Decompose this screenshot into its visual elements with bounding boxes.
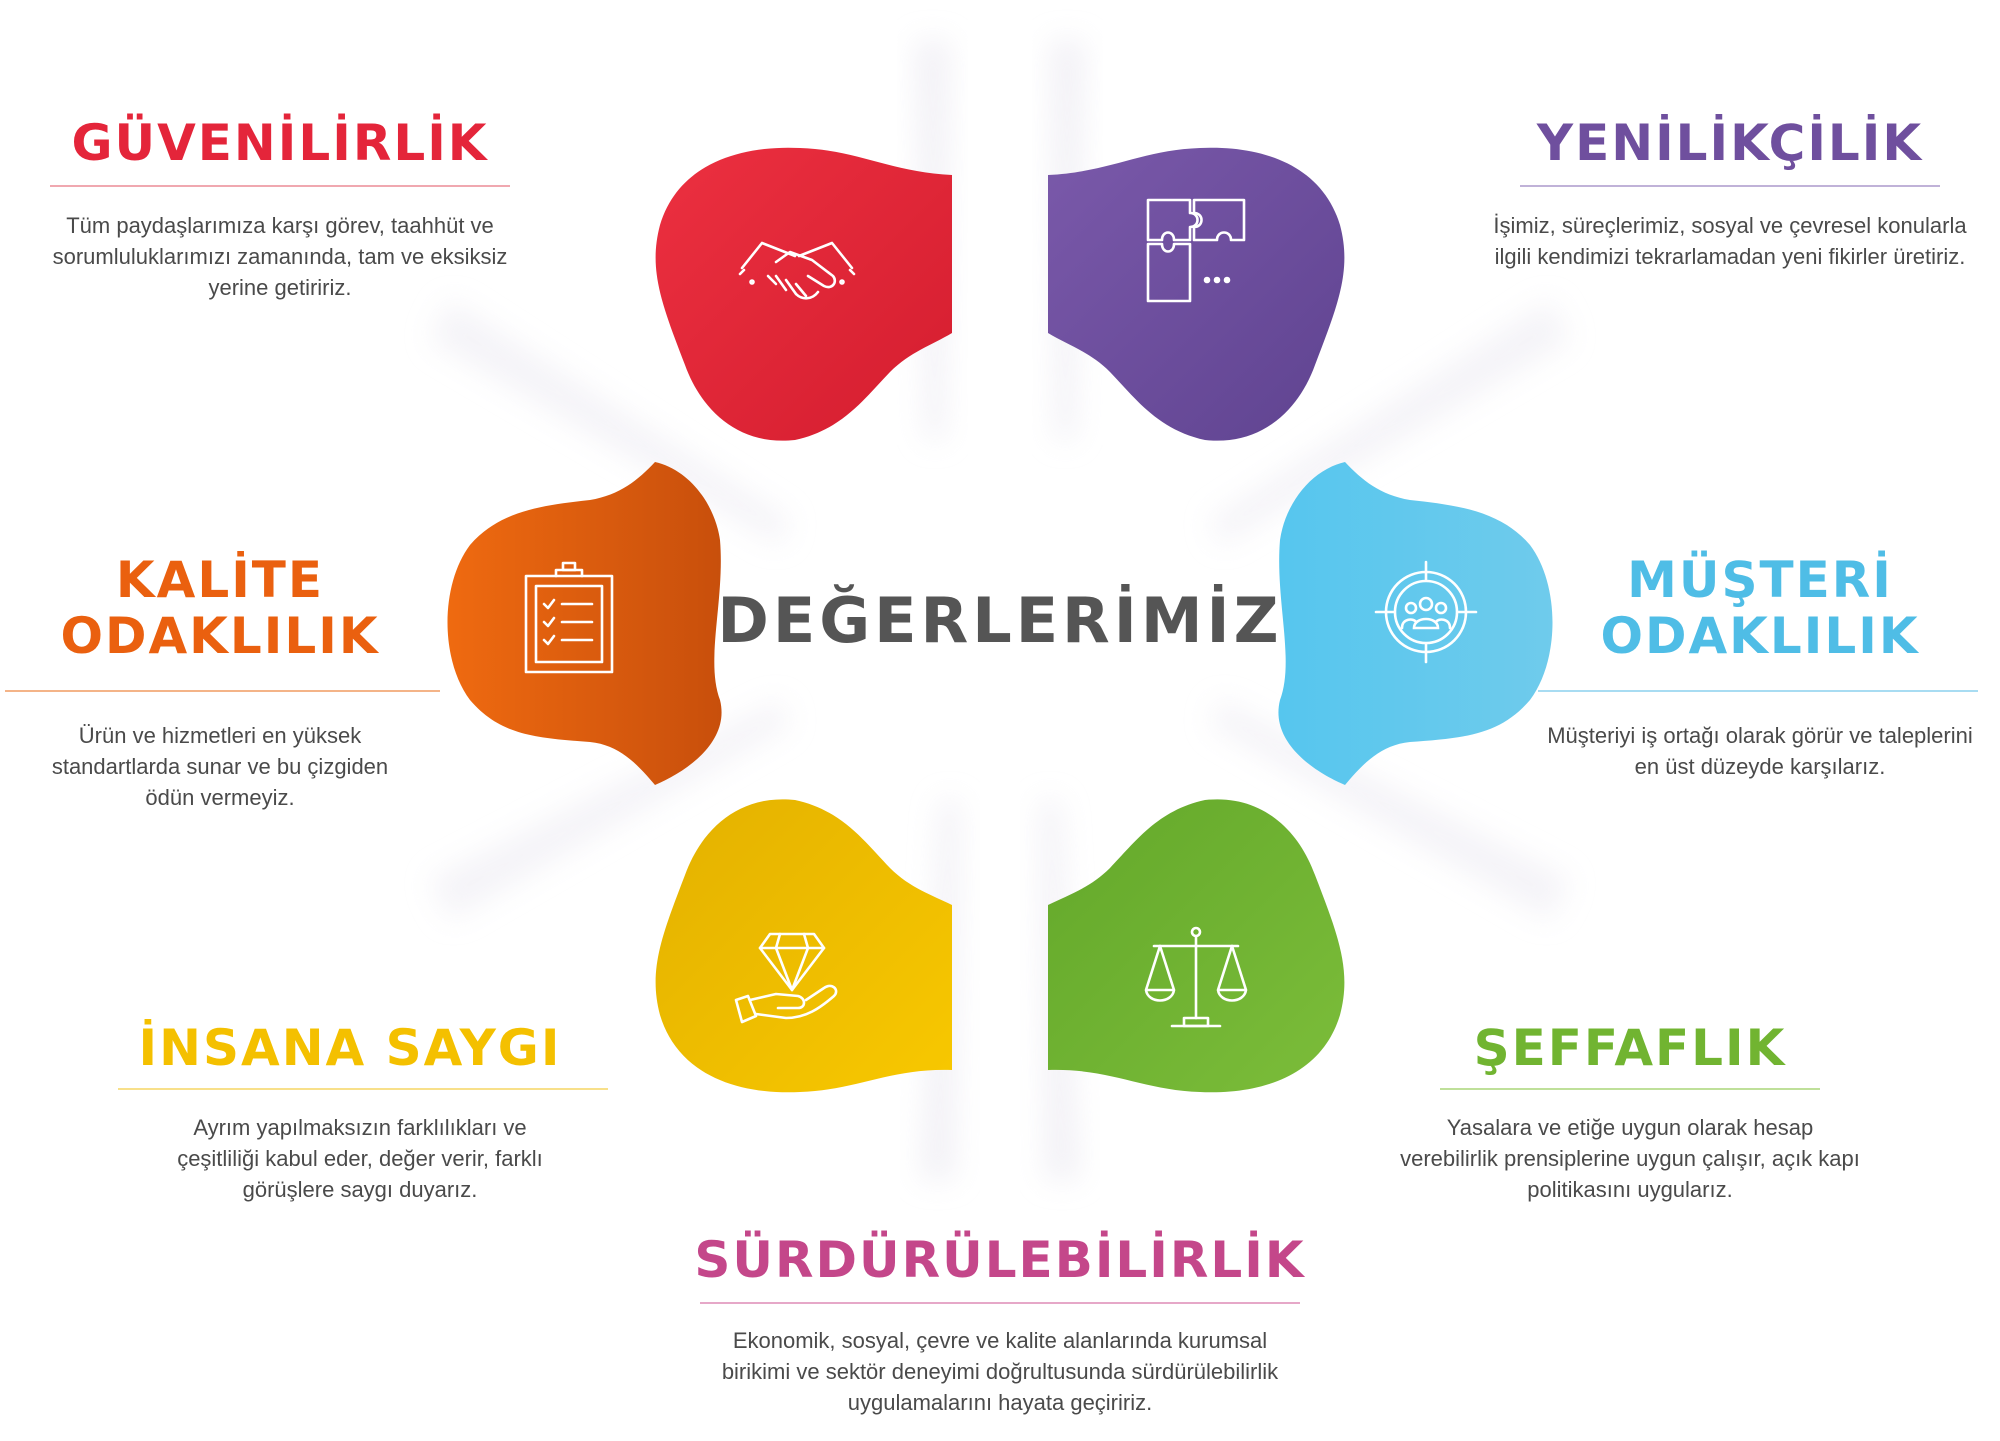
value-title-seffaflik: ŞEFFAFLIK [1473, 1019, 1787, 1077]
value-title-musteri: MÜŞTERİ ODAKLILIK [1560, 552, 1960, 664]
petal-yenilikcilik [1048, 147, 1345, 441]
value-title-guvenilirlik: GÜVENİLİRLİK [71, 114, 489, 172]
diamond-hand-icon [734, 932, 838, 1024]
value-description-yenilikcilik: İşimiz, süreçlerimiz, sosyal ve çevresel… [1493, 213, 1967, 269]
value-description-insana-saygi: Ayrım yapılmaksızın farklılıkları ve çeş… [177, 1115, 543, 1202]
value-description-musteri: Müşteriyi iş ortağı olarak görür ve tale… [1547, 723, 1973, 779]
value-title-musteri-line2: ODAKLILIK [1600, 607, 1920, 665]
value-description-kalite: Ürün ve hizmetleri en yüksek standartlar… [51, 723, 389, 810]
value-description-surdurulebilirlik: Ekonomik, sosyal, çevre ve kalite alanla… [721, 1328, 1279, 1415]
value-title-kalite-line2: ODAKLILIK [60, 607, 380, 665]
clipboard-checklist-icon [524, 561, 614, 674]
petal-kalite [447, 462, 722, 785]
divider-musteri [1538, 690, 1978, 692]
value-description-seffaflik: Yasalara ve etiğe uygun olarak hesap ver… [1400, 1115, 1860, 1202]
center-title: DEĞERLERİMİZ [717, 583, 1283, 657]
value-title-insana-saygi: İNSANA SAYGI [138, 1019, 562, 1077]
puzzle-icon [1146, 198, 1246, 303]
value-title-yenilikcilik: YENİLİKÇİLİK [1536, 114, 1924, 172]
target-customers-icon [1374, 560, 1478, 664]
divider-seffaflik [1440, 1088, 1820, 1090]
value-title-musteri-line1: MÜŞTERİ [1627, 551, 1893, 609]
divider-surdurulebilirlik [700, 1302, 1300, 1304]
divider-guvenilirlik [50, 185, 510, 187]
petal-insana-saygi [655, 799, 952, 1093]
value-title-kalite: KALİTE ODAKLILIK [40, 552, 400, 664]
scales-icon [1144, 926, 1248, 1028]
divider-insana-saygi [118, 1088, 608, 1090]
handshake-icon [738, 241, 856, 300]
value-title-surdurulebilirlik: SÜRDÜRÜLEBİLİRLİK [694, 1231, 1306, 1289]
divider-yenilikcilik [1520, 185, 1940, 187]
value-description-guvenilirlik: Tüm paydaşlarımıza karşı görev, taahhüt … [52, 213, 508, 300]
value-title-kalite-line1: KALİTE [115, 551, 325, 609]
divider-kalite [5, 690, 440, 692]
